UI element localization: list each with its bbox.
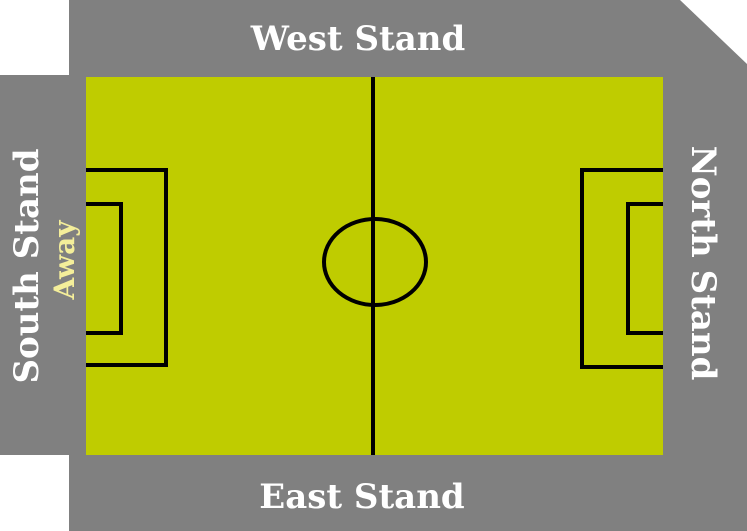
away-label: Away xyxy=(48,220,81,301)
right-goal-area xyxy=(626,202,663,335)
east-stand-label: East Stand xyxy=(259,477,464,517)
right-penalty-area xyxy=(580,168,663,369)
centre-circle xyxy=(322,217,428,307)
left-goal-area xyxy=(86,202,123,335)
south-stand-label: South Stand xyxy=(7,149,47,384)
west-stand-label: West Stand xyxy=(250,19,466,59)
left-penalty-area xyxy=(86,168,168,367)
north-stand-label: North Stand xyxy=(683,146,723,381)
north-stand xyxy=(660,75,747,455)
south-stand xyxy=(0,75,90,455)
east-stand xyxy=(69,455,747,531)
